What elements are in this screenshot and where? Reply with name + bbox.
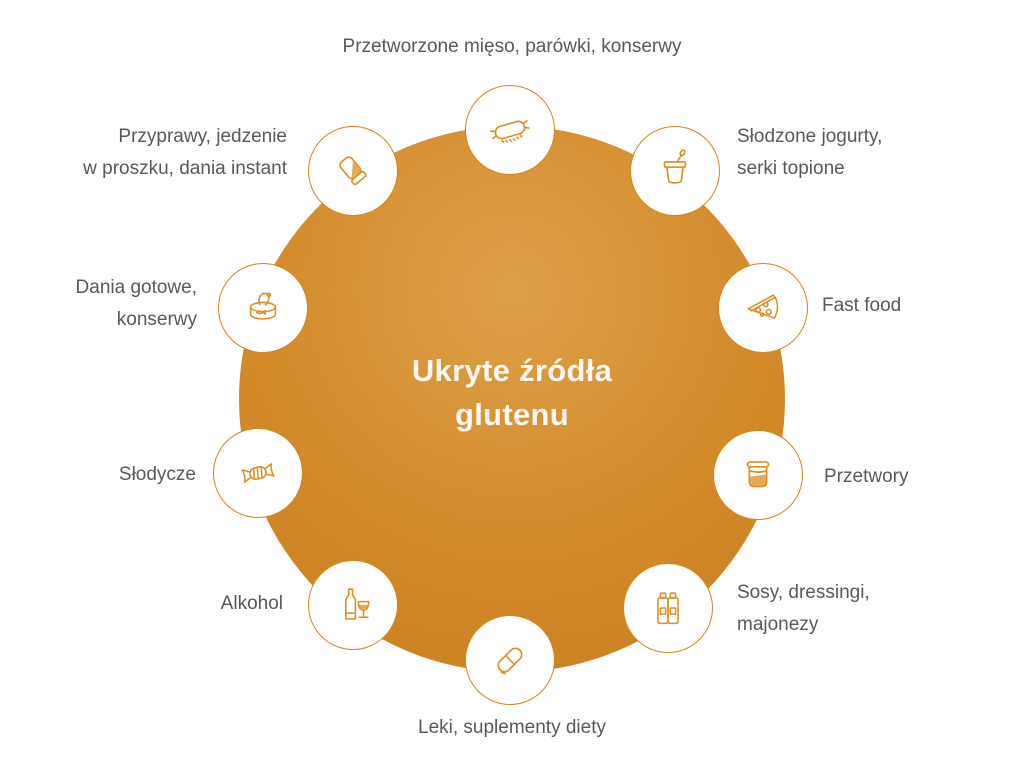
node-ready-meals (218, 263, 308, 353)
wine-icon (345, 588, 370, 620)
yogurt-icon (663, 149, 687, 184)
label-spices: Przyprawy, jedzenie w proszku, dania ins… (83, 126, 287, 179)
label-ready-meals: Dania gotowe, konserwy (75, 277, 197, 330)
label-medications: Leki, suplementy diety (418, 717, 606, 738)
node-alcohol (308, 560, 398, 650)
label-sweets: Słodycze (118, 464, 196, 485)
sausage-icon (490, 119, 530, 143)
node-medications (465, 615, 555, 705)
page-title-line-1: Ukryte źródła (411, 353, 613, 388)
node-processed-meat (465, 85, 555, 175)
node-sweetened-yogurts (630, 126, 720, 216)
spice-shaker-icon (339, 156, 367, 186)
label-fast-food: Fast food (822, 295, 902, 316)
node-spices (308, 126, 398, 216)
label-sweetened-yogurts: Słodzone jogurty, serki topione (737, 126, 883, 179)
label-sauces: Sosy, dressingi, majonezy (737, 582, 870, 635)
node-preserves (713, 430, 803, 520)
jar-icon (746, 461, 770, 488)
page-title: Ukryte źródła glutenu (0, 349, 1024, 437)
sauce-bottles-icon (657, 592, 679, 625)
tin-can-icon (249, 292, 277, 320)
candy-icon (241, 463, 275, 483)
pizza-icon (747, 294, 779, 319)
node-fast-food (718, 263, 808, 353)
node-sweets (213, 428, 303, 518)
pill-icon (497, 647, 523, 675)
label-alcohol: Alkohol (220, 593, 283, 614)
node-sauces (623, 563, 713, 653)
page-title-line-2: glutenu (454, 397, 570, 432)
label-preserves: Przetwory (824, 466, 909, 487)
label-processed-meat: Przetworzone mięso, parówki, konserwy (342, 36, 682, 57)
